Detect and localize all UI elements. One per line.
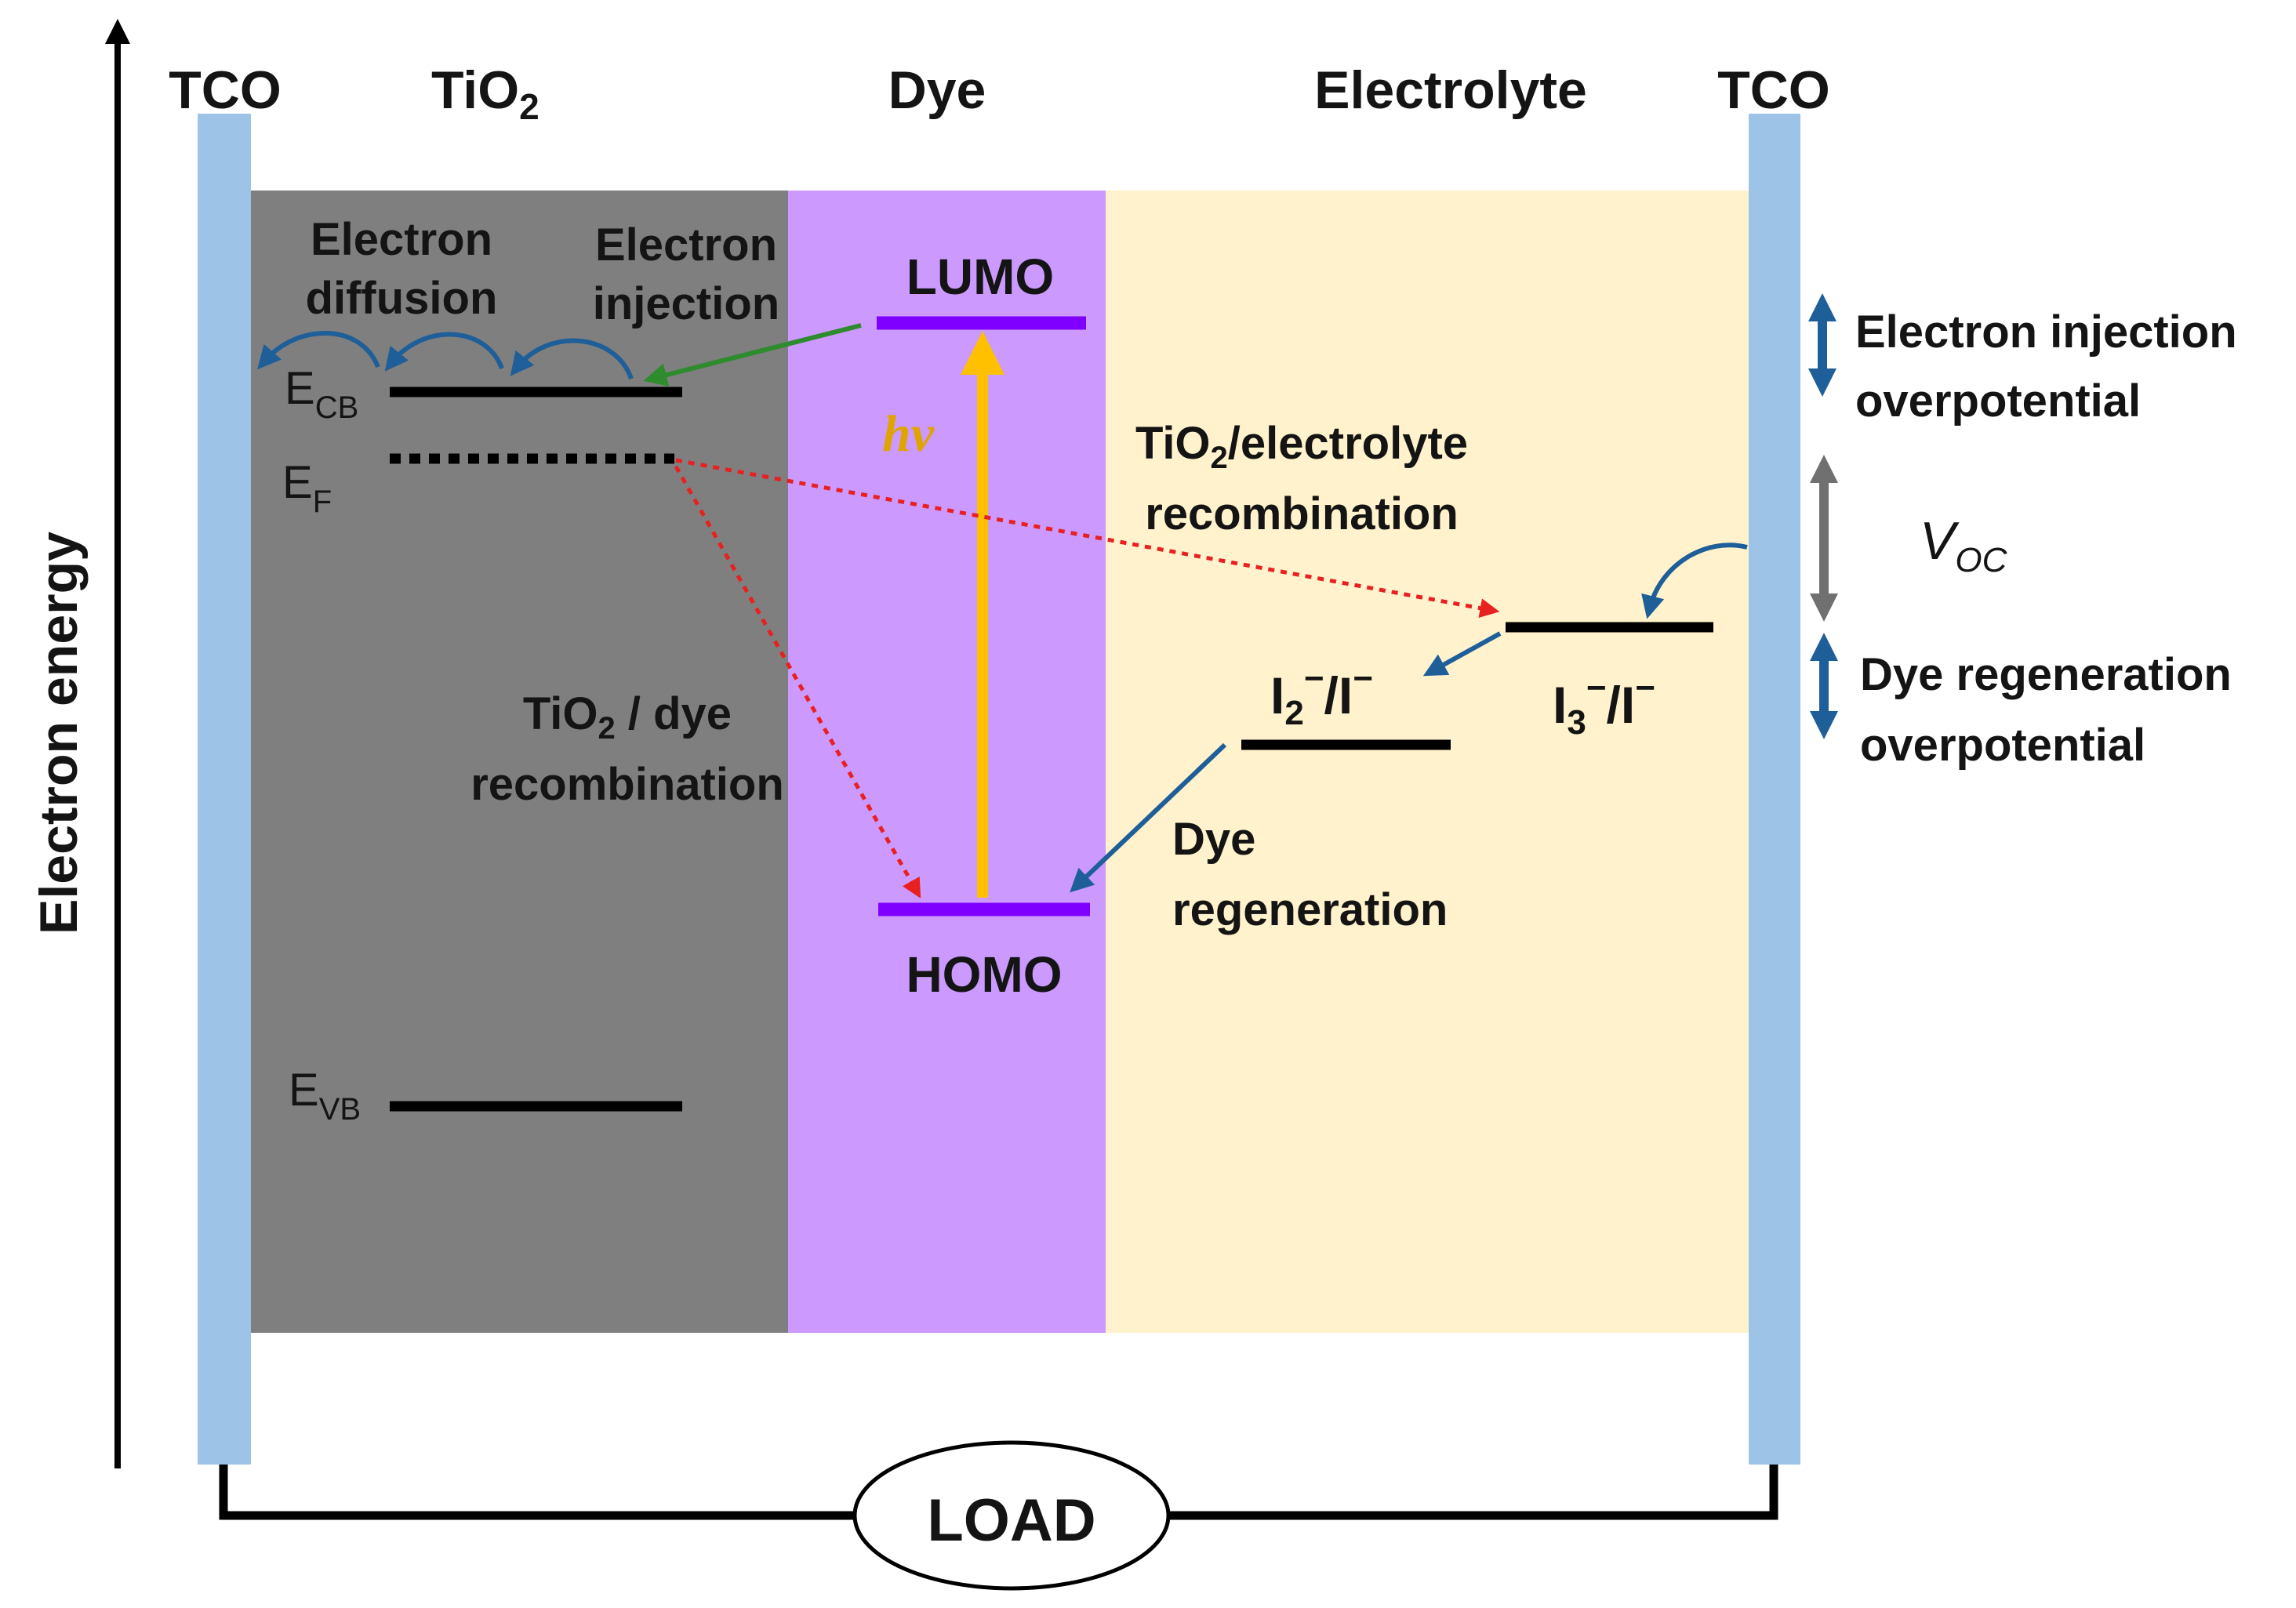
load-ellipse xyxy=(852,1440,1171,1591)
voc-label: VOC xyxy=(1920,511,2008,579)
photon-label: hν xyxy=(882,405,935,463)
header-tco-right: TCO xyxy=(1717,60,1830,120)
diffusion-arrow-3 xyxy=(257,330,380,370)
tco-left-bar xyxy=(198,114,251,1465)
tco-right-bar xyxy=(1749,114,1800,1465)
header-dye: Dye xyxy=(888,60,986,120)
electron-injection-arrow xyxy=(643,323,862,387)
tco-to-i3-arrow xyxy=(1641,543,1748,619)
tio2-dye-recombination-arrow xyxy=(674,465,921,898)
electrolyte-region xyxy=(1106,191,1749,1333)
i2-label: I2−/I− xyxy=(1270,659,1373,732)
ef-label: EF xyxy=(282,457,332,519)
ecb-label: ECB xyxy=(285,363,358,425)
i3-to-i2-arrow xyxy=(1422,631,1502,677)
dye-regeneration-arrow xyxy=(1070,742,1227,893)
evb-label: EVB xyxy=(289,1065,361,1127)
diffusion-arrow-2 xyxy=(384,332,504,372)
energy-axis-label: Electron energy xyxy=(29,532,89,935)
external-circuit-wire xyxy=(219,1465,1778,1520)
header-tio2: TiO2 xyxy=(431,60,539,127)
header-electrolyte: Electrolyte xyxy=(1314,60,1587,120)
tio2-region xyxy=(251,191,788,1333)
i3-label: I3−/I− xyxy=(1553,669,1655,742)
lumo-label: LUMO xyxy=(906,249,1054,305)
header-tco-left: TCO xyxy=(169,60,282,120)
load-label: LOAD xyxy=(927,1487,1095,1554)
homo-label: HOMO xyxy=(906,946,1062,1003)
dye-region xyxy=(788,191,1106,1333)
diffusion-arrow-1 xyxy=(510,338,634,380)
